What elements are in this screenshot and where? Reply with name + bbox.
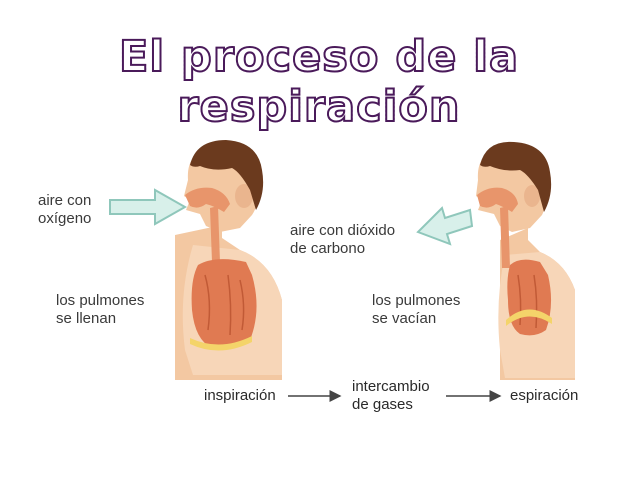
flow-step-inspiration: inspiración <box>204 387 276 404</box>
exhale-arrow <box>416 206 474 246</box>
diaphragm-right <box>506 309 552 326</box>
inhale-arrow <box>109 188 188 226</box>
diaphragm-left <box>190 336 252 351</box>
flow-step-gas-exchange: intercambio de gases <box>352 378 430 413</box>
lungs-right <box>507 259 552 336</box>
flow-step-expiration: espiración <box>510 387 579 404</box>
inhaling-person-figure <box>175 140 282 380</box>
label-lungs-fill: los pulmones se llenan <box>56 292 145 327</box>
lungs-left <box>191 259 257 349</box>
page-title: El proceso de la respiración <box>118 31 520 133</box>
exhaling-person-figure <box>476 141 575 380</box>
label-exhale-air: aire con dióxido de carbono <box>290 222 396 257</box>
label-lungs-empty: los pulmones se vacían <box>372 292 461 327</box>
label-inhale-air: aire con oxígeno <box>38 192 92 227</box>
